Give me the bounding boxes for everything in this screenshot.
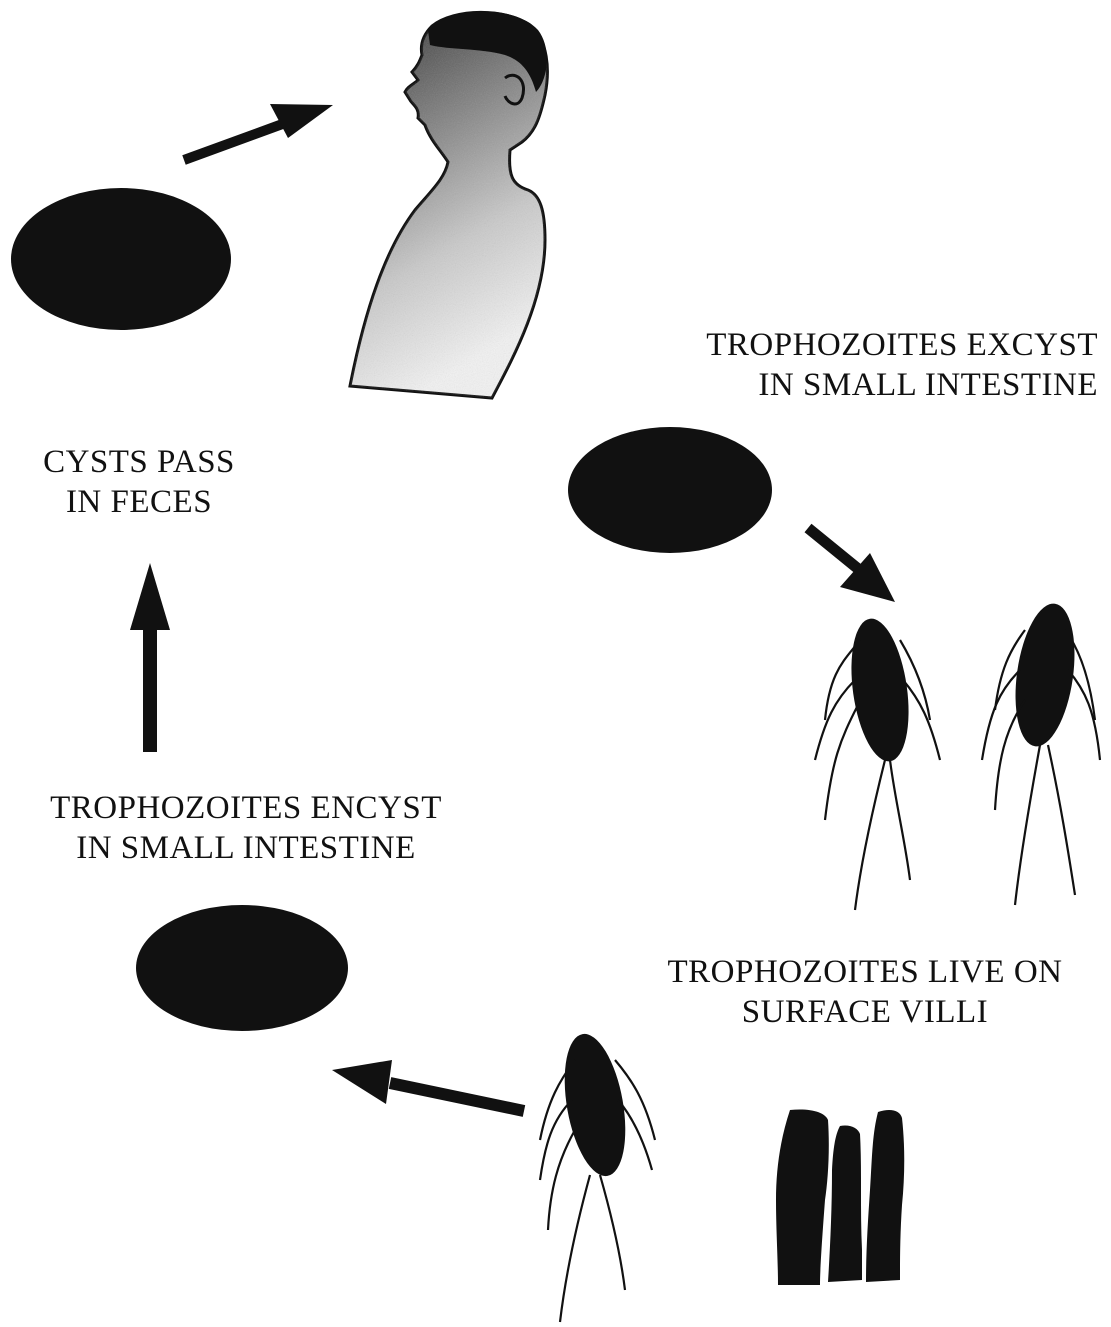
cyst-oval-bottom-left: [136, 905, 348, 1031]
label-live-on-line-2: SURFACE VILLI: [640, 992, 1090, 1032]
cyst-oval-middle-right: [568, 427, 772, 553]
cyst-oval-top-left: [11, 188, 231, 330]
label-encyst-line-1: TROPHOZOITES ENCYST: [14, 788, 478, 828]
trophozoite-1: [815, 615, 940, 910]
label-encyst-line-2: IN SMALL INTESTINE: [14, 828, 478, 868]
human-host-figure: [350, 11, 547, 398]
arrow-up: [130, 563, 170, 752]
label-cysts-pass-line-1: CYSTS PASS: [14, 442, 264, 482]
label-cysts-pass: CYSTS PASS IN FECES: [14, 442, 264, 522]
label-excyst-line-2: IN SMALL INTESTINE: [600, 365, 1098, 405]
arrow-to-encyst: [332, 1060, 524, 1111]
label-excyst-line-1: TROPHOZOITES EXCYST: [600, 325, 1098, 365]
arrow-to-trophozoites: [808, 528, 895, 602]
label-live-on-line-1: TROPHOZOITES LIVE ON: [640, 952, 1090, 992]
arrow-to-host: [184, 104, 333, 160]
trophozoite-2: [982, 600, 1100, 905]
label-live-on: TROPHOZOITES LIVE ON SURFACE VILLI: [640, 952, 1090, 1032]
surface-villi: [776, 1109, 904, 1285]
label-cysts-pass-line-2: IN FECES: [14, 482, 264, 522]
label-excyst: TROPHOZOITES EXCYST IN SMALL INTESTINE: [600, 325, 1098, 405]
label-encyst: TROPHOZOITES ENCYST IN SMALL INTESTINE: [14, 788, 478, 868]
trophozoite-3: [540, 1029, 655, 1322]
